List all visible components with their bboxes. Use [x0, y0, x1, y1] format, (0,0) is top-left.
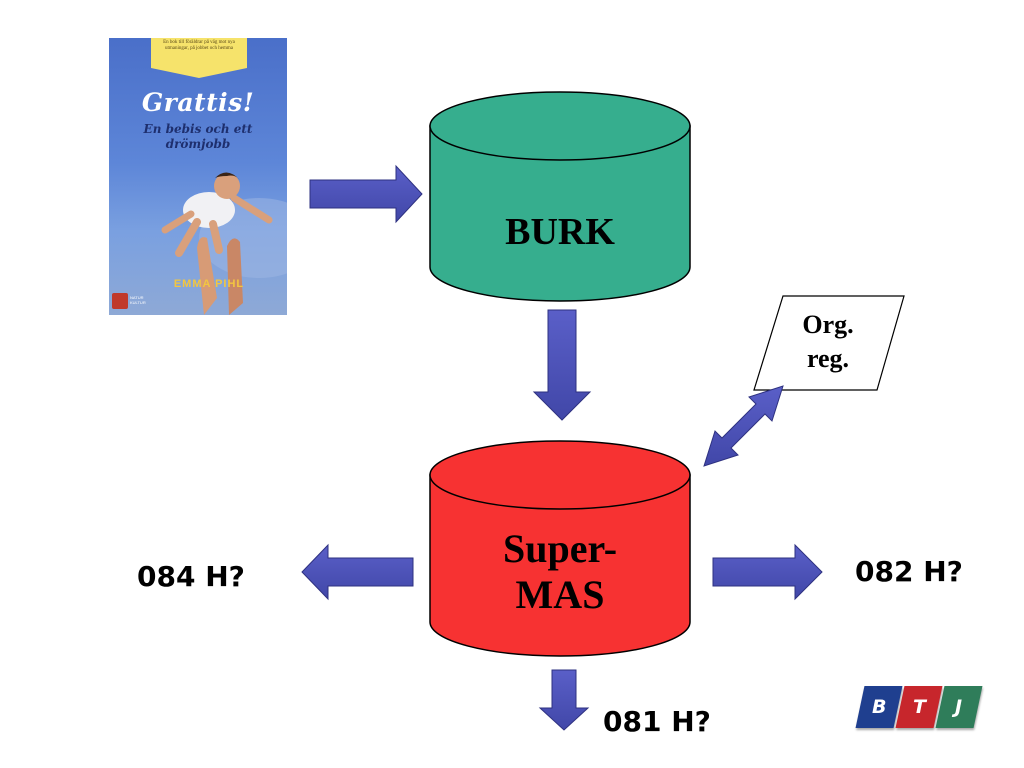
book-banner: En bok till föräldrar på väg mot nya utm…: [151, 38, 247, 78]
burk-cylinder: [429, 91, 691, 302]
arrow-supermas-left: [301, 543, 414, 601]
supermas-cylinder: [429, 440, 691, 657]
book-title: Grattis!: [141, 88, 255, 117]
orgreg-label-line2: reg.: [806, 344, 850, 373]
output-bottom-label: 081 H?: [603, 705, 711, 738]
publisher-logo-icon: [112, 293, 128, 309]
book-illustration: [161, 172, 287, 315]
book-cover: En bok till föräldrar på väg mot nya utm…: [109, 38, 287, 315]
supermas-label-line1: Super-: [502, 526, 618, 571]
logo-letter-t: T: [895, 686, 943, 728]
logo-letter-b: B: [855, 686, 903, 728]
arrow-book-to-burk: [309, 164, 423, 224]
orgreg-label: Org. reg.: [768, 308, 888, 376]
arrow-burk-to-supermas: [532, 309, 592, 421]
book-subtitle: En bebis och ett drömjobb: [143, 122, 253, 151]
output-left-label: 084 H?: [137, 560, 245, 593]
supermas-label: Super- MAS: [450, 526, 670, 618]
output-right-label: 082 H?: [855, 555, 963, 588]
book-author: EMMA PIHL: [173, 278, 245, 290]
supermas-label-line2: MAS: [515, 572, 605, 617]
publisher-name: NATUR KULTUR: [130, 295, 146, 305]
burk-label: BURK: [505, 211, 615, 253]
btj-logo: B T J: [855, 686, 984, 730]
arrow-supermas-right: [712, 543, 823, 601]
arrow-supermas-down: [538, 669, 590, 731]
orgreg-parallelogram: [753, 295, 905, 391]
logo-letter-j: J: [935, 686, 983, 728]
arrow-supermas-orgreg: [703, 385, 784, 467]
orgreg-label-line1: Org.: [802, 310, 854, 339]
